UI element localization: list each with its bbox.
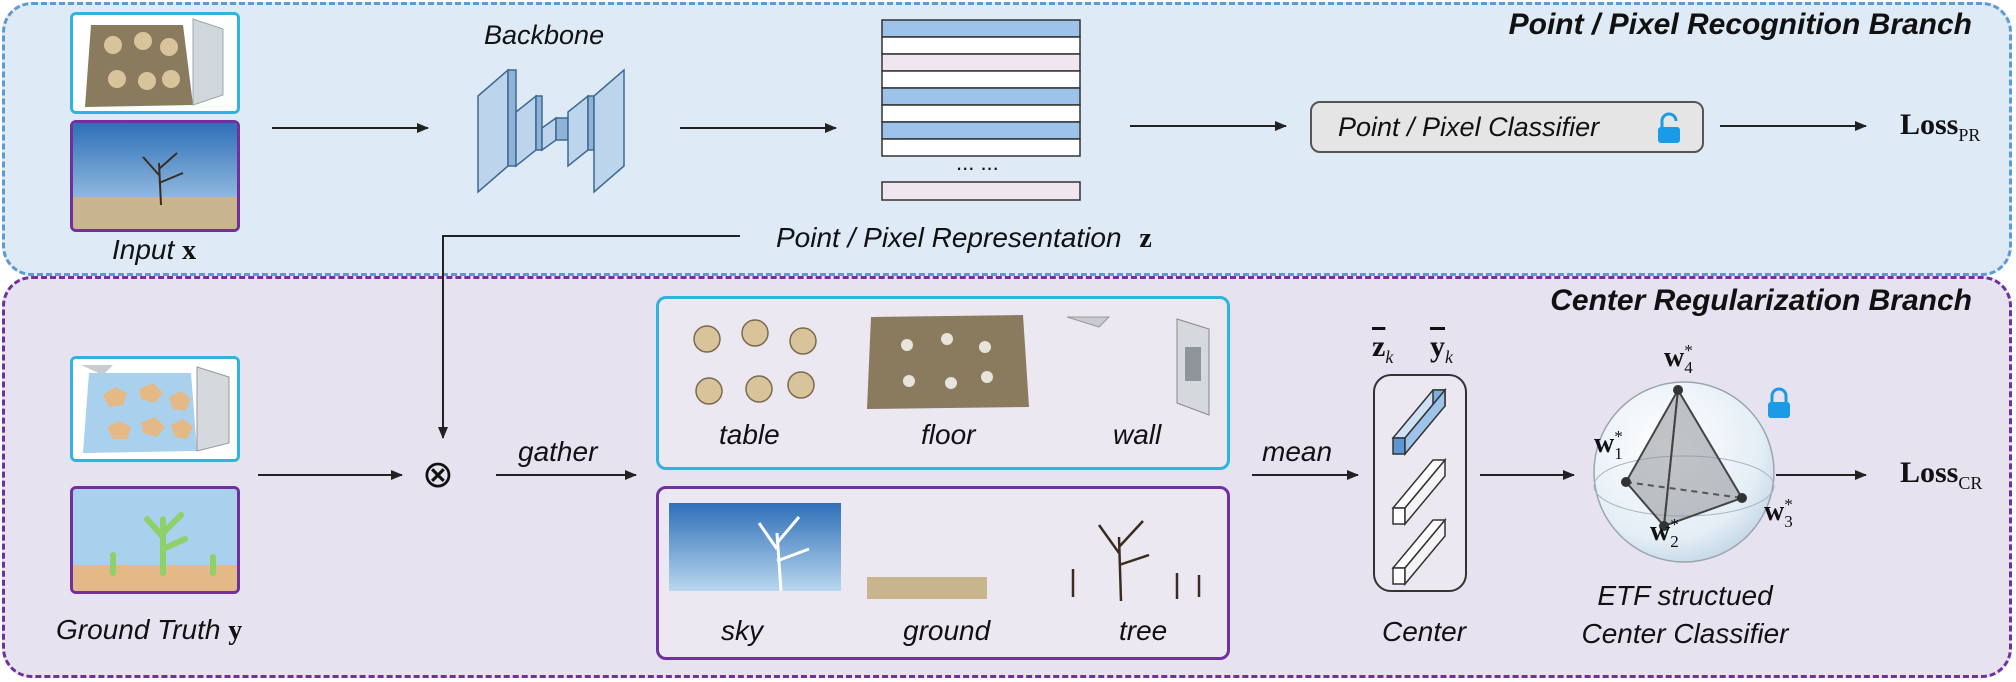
indoor-class-group: table floor wall xyxy=(656,296,1230,470)
class-label-table: table xyxy=(719,419,780,450)
unlock-icon xyxy=(1658,112,1680,143)
recognition-branch-title: Point / Pixel Recognition Branch xyxy=(1508,8,1972,41)
classifier-label: Point / Pixel Classifier xyxy=(1338,112,1600,142)
arrow-rep-gather xyxy=(438,235,740,439)
etf-caption-line1: ETF structued xyxy=(1597,580,1773,611)
input-indoor-thumbnail xyxy=(70,12,240,114)
sky-segment-image xyxy=(669,503,841,592)
backbone-network-icon xyxy=(477,68,625,194)
outdoor-label-map xyxy=(73,489,237,591)
center-features xyxy=(1391,387,1447,587)
representation-dots: ... ... xyxy=(956,150,999,175)
mean-label: mean xyxy=(1262,436,1333,467)
input-variable: x xyxy=(182,235,197,266)
outdoor-class-group: sky ground tree xyxy=(656,486,1230,660)
outdoor-scene-image xyxy=(73,123,237,229)
ground-truth-caption: Ground Truth y xyxy=(56,614,243,646)
class-label-wall: wall xyxy=(1113,419,1162,450)
input-caption: Input x xyxy=(112,234,197,266)
center-caption: Center xyxy=(1382,616,1467,647)
zbar-label: zk xyxy=(1372,330,1394,367)
floor-segment-image xyxy=(867,315,1029,409)
representation-variable: z xyxy=(1139,223,1152,254)
w4-label: w*4 xyxy=(1664,341,1693,377)
loss-cr: LossCR xyxy=(1900,456,1983,493)
representation-caption: Point / Pixel Representation z xyxy=(776,222,1152,254)
class-label-ground: ground xyxy=(903,615,991,646)
table-segment-image xyxy=(693,319,817,405)
ground-segment-image xyxy=(867,577,987,599)
backbone-label: Backbone xyxy=(484,20,605,50)
class-label-floor: floor xyxy=(921,419,976,450)
w1-label: w*1 xyxy=(1594,427,1623,463)
input-outdoor-thumbnail xyxy=(70,120,240,232)
gt-outdoor-thumbnail xyxy=(70,486,240,594)
lock-icon xyxy=(1768,387,1790,418)
representation-stack xyxy=(881,19,1081,201)
regularization-branch-title: Center Regularization Branch xyxy=(1550,284,1972,317)
indoor-label-map xyxy=(73,359,237,459)
ground-truth-variable: y xyxy=(228,615,243,646)
wall-segment-image xyxy=(1066,316,1210,416)
loss-pr: LossPR xyxy=(1900,108,1981,145)
tree-segment-image xyxy=(1071,520,1201,602)
otimes-operator: ⊗ xyxy=(422,452,454,496)
etf-sphere xyxy=(1593,381,1775,563)
class-label-tree: tree xyxy=(1119,615,1168,646)
center-container xyxy=(1373,374,1467,592)
etf-caption-line2: Center Classifier xyxy=(1581,618,1789,649)
w2-label: w*2 xyxy=(1650,515,1679,551)
class-label-sky: sky xyxy=(721,615,763,646)
point-pixel-classifier: Point / Pixel Classifier xyxy=(1310,101,1704,153)
ybar-label: yk xyxy=(1430,330,1453,367)
indoor-scene-image xyxy=(73,15,237,111)
gather-label: gather xyxy=(518,436,598,467)
w3-label: w*3 xyxy=(1764,495,1793,531)
gt-indoor-thumbnail xyxy=(70,356,240,462)
